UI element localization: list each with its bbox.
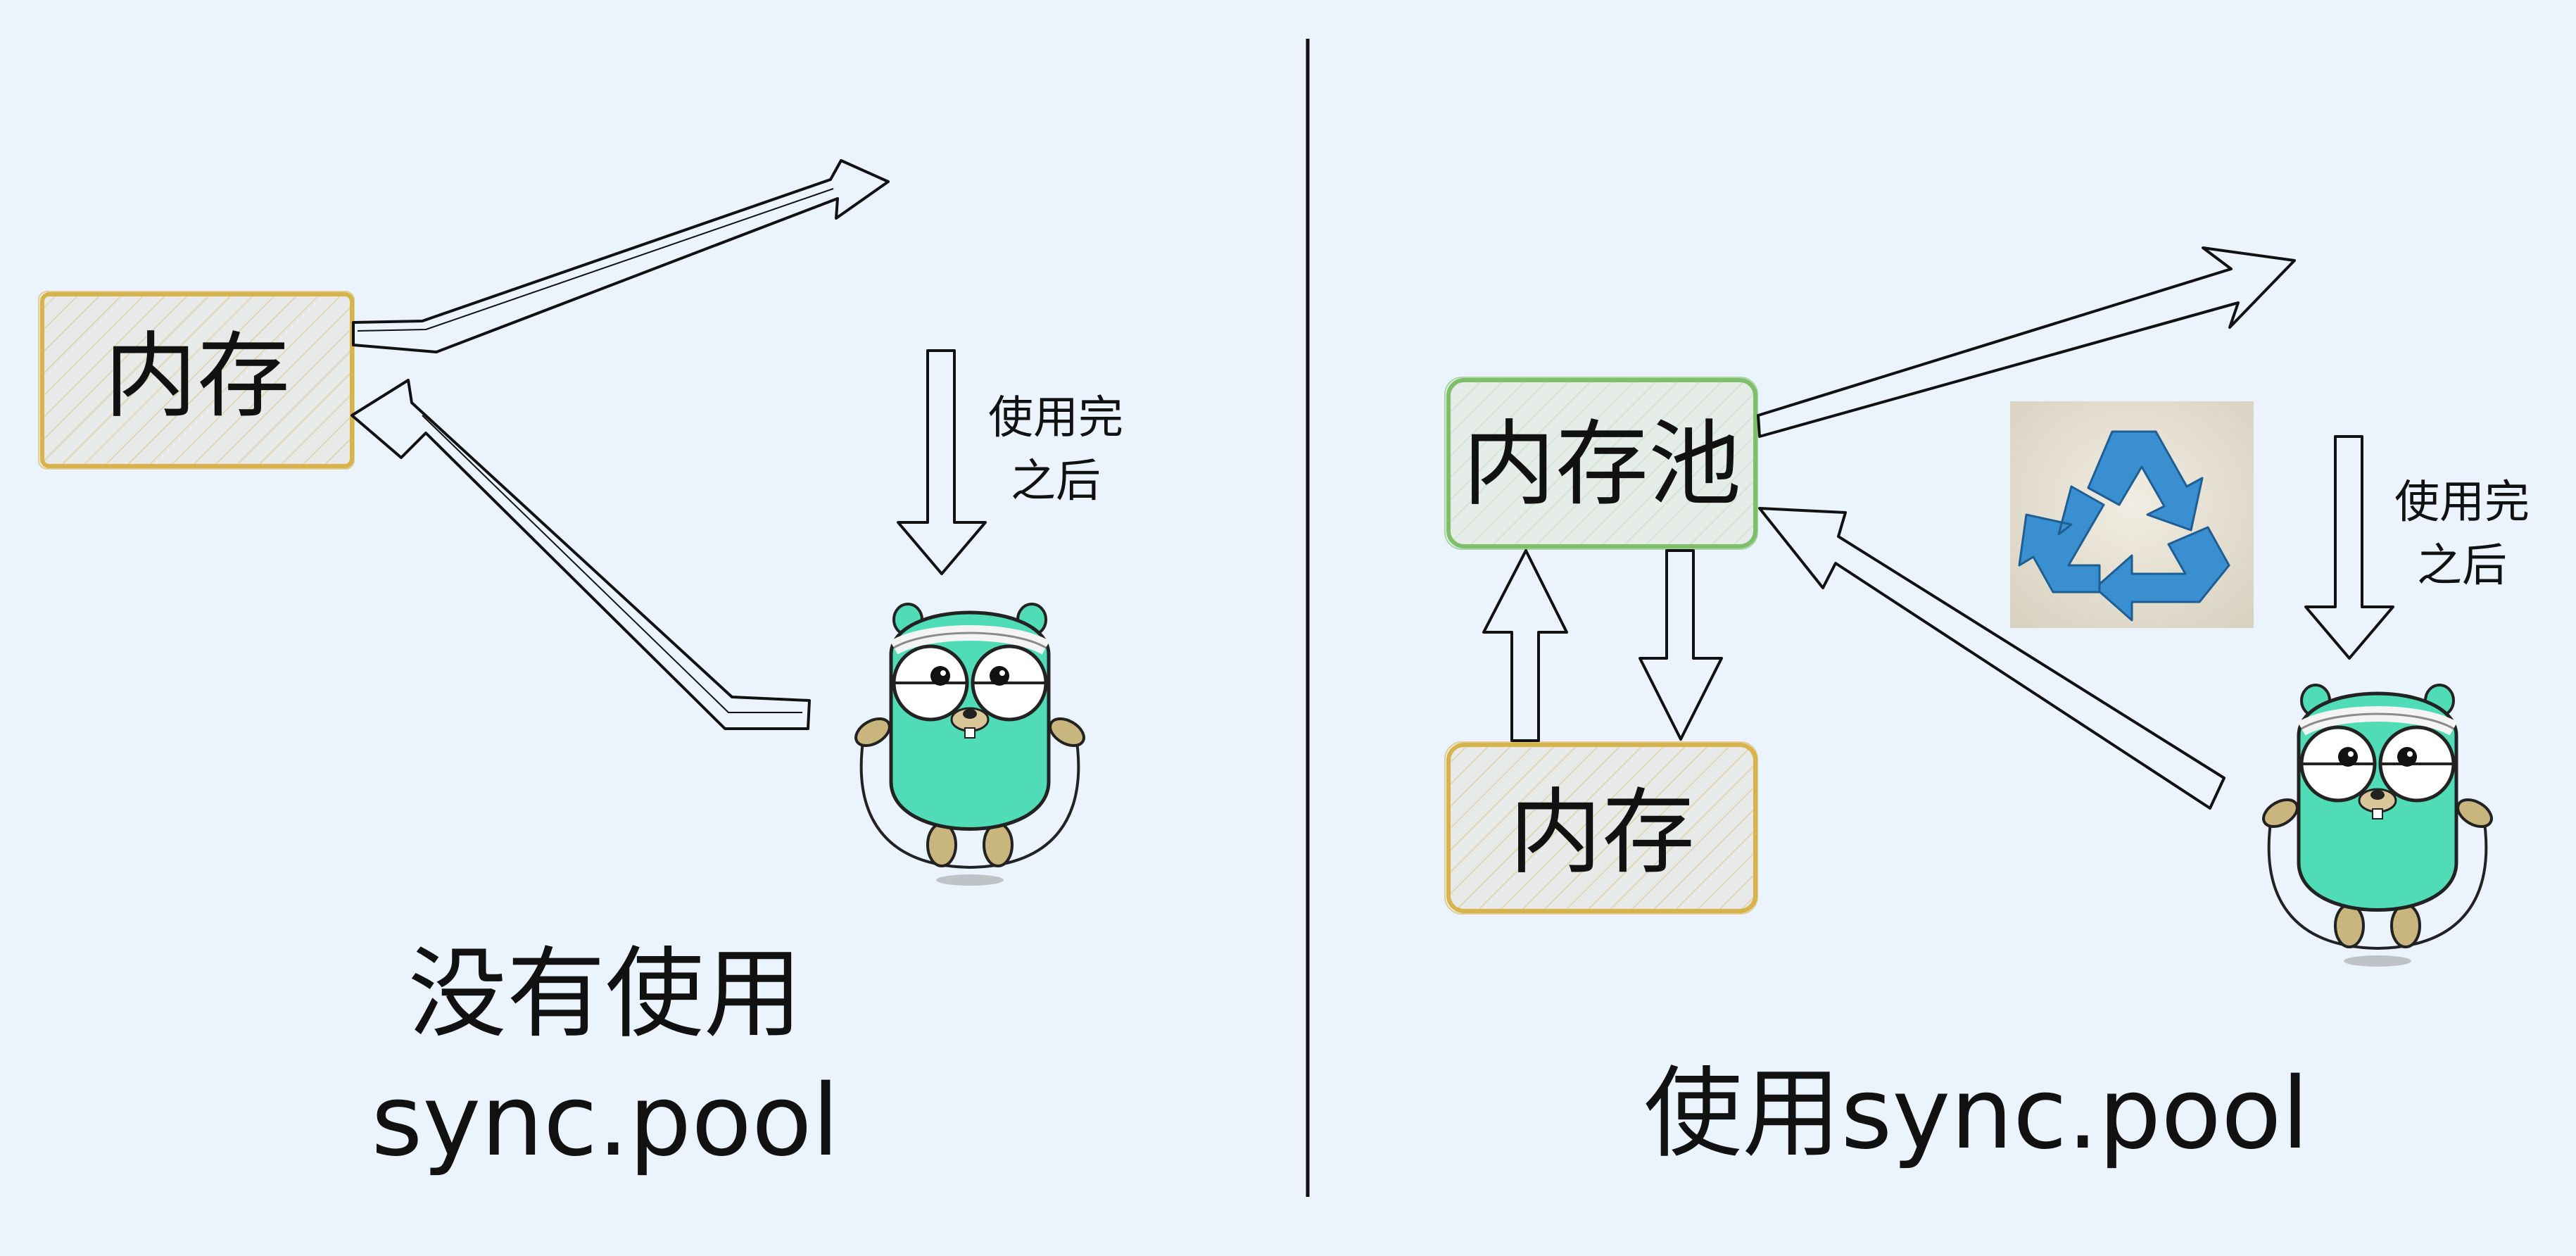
right-memory-box: 内存 [1444, 741, 1758, 915]
left-after-use-line1: 使用完 [988, 392, 1123, 444]
left-caption-line2: sync.pool [371, 1064, 839, 1179]
right-gopher-mascot-icon [2259, 685, 2496, 967]
left-caption-line1: 没有使用 [408, 937, 802, 1052]
right-pool-box: 内存池 [1444, 377, 1758, 550]
recycle-icon [2010, 401, 2254, 628]
right-memory-label: 内存 [1509, 779, 1695, 887]
right-caption: 使用sync.pool [1643, 1057, 2309, 1172]
left-memory-box: 内存 [38, 291, 355, 470]
left-outgoing-arrow-icon [352, 159, 890, 353]
right-return-arrow-icon [1758, 507, 2225, 810]
left-return-arrow-icon [351, 379, 811, 730]
left-gopher-mascot-icon [851, 604, 1088, 886]
left-after-use-line2: 之后 [1011, 456, 1101, 508]
right-up-arrow-icon [1482, 549, 1568, 742]
left-memory-label: 内存 [104, 322, 290, 431]
left-down-arrow-icon [897, 349, 987, 575]
right-pool-label: 内存池 [1463, 410, 1741, 519]
right-after-use-line1: 使用完 [2394, 477, 2530, 529]
right-outgoing-arrow-icon [1757, 246, 2296, 438]
right-after-use-arrow-icon [2304, 435, 2394, 660]
right-after-use-line2: 之后 [2417, 540, 2507, 592]
right-down-arrow-icon [1639, 549, 1723, 741]
